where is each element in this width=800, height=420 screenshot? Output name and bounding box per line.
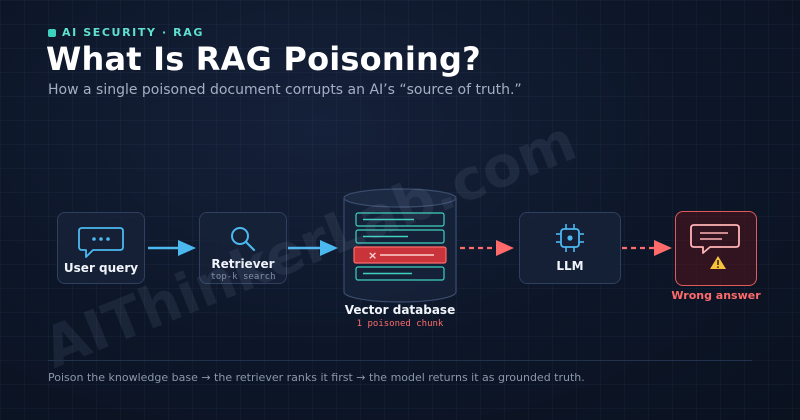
node-llm: LLM <box>519 212 621 284</box>
node-user-query: User query <box>57 212 145 284</box>
node-user-query-label: User query <box>63 261 139 275</box>
database-cylinder-icon: × <box>343 188 457 303</box>
arrow-query-to-retriever <box>148 240 196 256</box>
chat-bubble-icon <box>78 227 124 258</box>
arrow-database-to-llm <box>460 240 514 256</box>
node-retriever-label: Retriever <box>211 257 275 271</box>
node-wrong-answer-label: Wrong answer <box>671 289 761 302</box>
node-retriever: Retriever top-k search <box>199 212 287 284</box>
page-title: What Is RAG Poisoning? <box>46 40 481 78</box>
svg-text:×: × <box>368 249 377 262</box>
node-database-label: Vector database <box>344 303 456 317</box>
arrow-llm-to-answer <box>622 240 672 256</box>
chip-icon <box>556 224 584 252</box>
footer-caption: Poison the knowledge base → the retrieve… <box>48 371 585 384</box>
footer-divider <box>48 360 752 361</box>
eyebrow-dot-icon <box>48 28 56 37</box>
warning-chat-icon <box>690 224 740 269</box>
eyebrow-tag: AI SECURITY · RAG <box>48 26 204 39</box>
node-database-sub: 1 poisoned chunk <box>356 319 444 329</box>
search-icon <box>231 227 256 252</box>
arrow-retriever-to-database <box>288 240 338 256</box>
eyebrow-text: AI SECURITY · RAG <box>62 26 204 39</box>
page-subtitle: How a single poisoned document corrupts … <box>48 82 522 98</box>
node-retriever-sub: top-k search <box>210 272 276 282</box>
node-wrong-answer <box>675 211 757 286</box>
node-llm-label: LLM <box>556 259 584 273</box>
